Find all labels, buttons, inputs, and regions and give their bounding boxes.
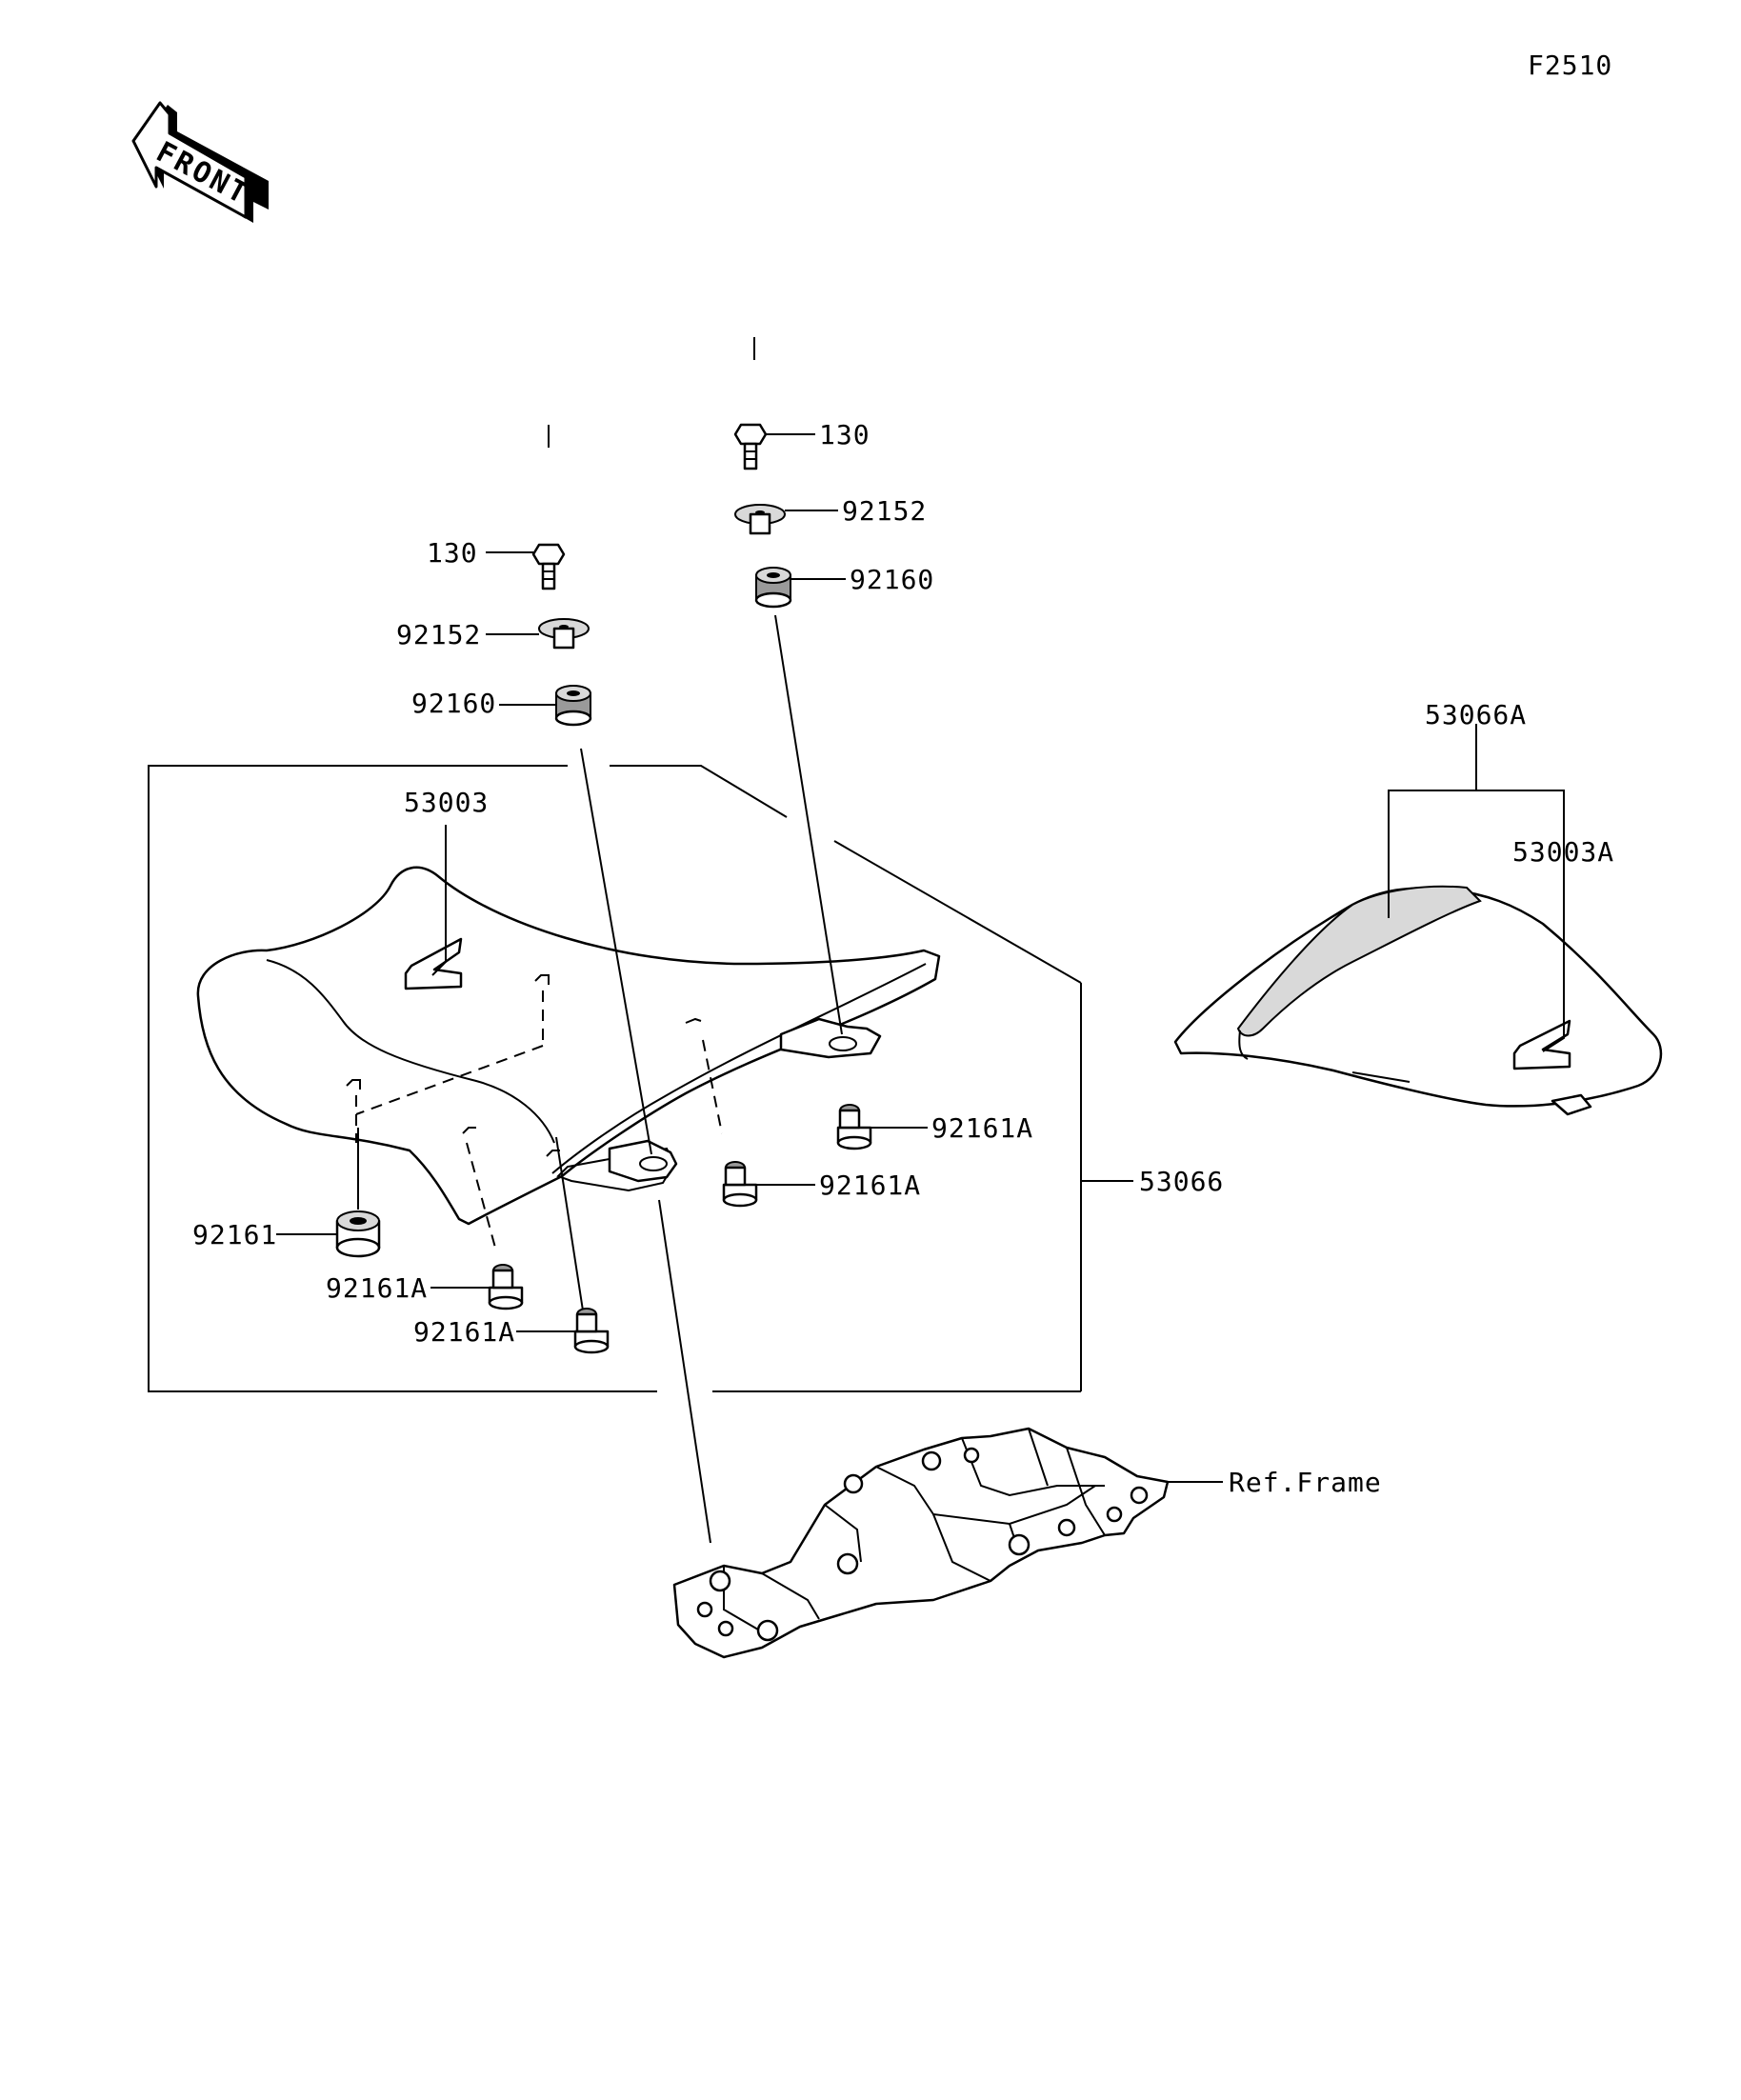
damper-92161a-4 — [836, 1104, 872, 1150]
label-bolt-left: 130 — [427, 537, 478, 569]
right-bolt-130 — [733, 423, 768, 470]
label-damper-92161: 92161 — [192, 1219, 277, 1250]
label-rear-seat-cover: 53003A — [1512, 836, 1614, 868]
damper-92161a-1 — [488, 1264, 524, 1310]
damper-92161a-2 — [573, 1308, 610, 1354]
label-damper-92161a-1: 92161A — [326, 1272, 428, 1304]
label-grommet-right: 92160 — [850, 564, 934, 595]
label-bolt-right: 130 — [819, 419, 870, 450]
label-grommet-left: 92160 — [411, 688, 496, 719]
seat-assembly-box — [148, 765, 1082, 1392]
left-washer-92152 — [538, 618, 590, 650]
damper-position-guides — [355, 990, 723, 1249]
label-damper-92161a-3: 92161A — [819, 1170, 921, 1201]
rear-seat — [1173, 885, 1663, 1116]
label-ref-frame: Ref.Frame — [1229, 1467, 1382, 1498]
label-damper-92161a-4: 92161A — [931, 1112, 1033, 1144]
label-washer-left: 92152 — [396, 619, 481, 650]
label-seat-cover: 53003 — [404, 787, 489, 818]
label-damper-92161a-2: 92161A — [413, 1316, 515, 1348]
damper-92161 — [335, 1210, 381, 1258]
label-rear-seat-assembly: 53066A — [1425, 699, 1527, 730]
front-seat — [196, 866, 941, 1226]
figure-code: F2510 — [1528, 50, 1612, 81]
left-grommet-92160 — [554, 685, 592, 727]
label-washer-right: 92152 — [842, 495, 927, 527]
damper-92161a-3 — [722, 1161, 758, 1208]
right-washer-92152 — [734, 504, 786, 535]
leader-lines — [276, 433, 1565, 1483]
right-grommet-92160 — [754, 567, 792, 609]
left-bolt-130 — [531, 543, 566, 590]
frame — [672, 1427, 1170, 1659]
label-seat-assembly: 53066 — [1139, 1166, 1224, 1197]
front-direction-arrow-icon: FRONT — [131, 101, 269, 223]
mounting-axis-lines — [357, 337, 843, 1544]
